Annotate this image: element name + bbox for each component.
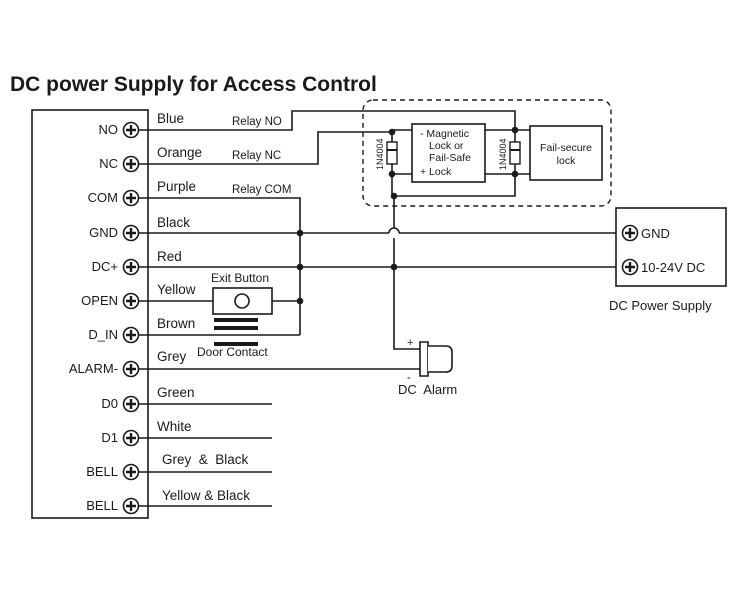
magnetic-lock-line-3: Fail-Safe: [429, 152, 471, 164]
screw-terminal-icon: [122, 395, 140, 413]
wire-label-brown: Brown: [157, 316, 195, 331]
lock-enclosure: [362, 99, 612, 207]
wire-label-blue: Blue: [157, 111, 184, 126]
diode-icon: [386, 141, 398, 165]
terminal-label-nc: NC: [99, 156, 118, 171]
terminal-label-d1: D1: [101, 430, 118, 445]
wire-label-white: White: [157, 419, 192, 434]
screw-terminal-icon: [122, 429, 140, 447]
terminal-label-alarm: ALARM-: [69, 361, 118, 376]
terminal-label-open: OPEN: [81, 293, 118, 308]
magnetic-lock-line-1: - Magnetic: [420, 128, 469, 140]
psu-gnd-label: GND: [641, 226, 670, 241]
wire-label-red: Red: [157, 249, 182, 264]
wire-vert-lower: [393, 238, 420, 350]
door-contact-label: Door Contact: [197, 345, 268, 359]
psu-dc-label: 10-24V DC: [641, 260, 705, 275]
magnetic-lock-line-4: + Lock: [420, 166, 452, 178]
wire-label-black: Black: [157, 215, 190, 230]
magnetic-lock-line-2: Lock or: [429, 140, 464, 152]
screw-terminal-icon: [122, 189, 140, 207]
magnetic-lock-box: [411, 123, 486, 183]
alarm-minus-label: -: [407, 372, 411, 384]
wire-label-grey-black: Grey & Black: [162, 452, 249, 467]
wire-label-grey: Grey: [157, 349, 187, 364]
wire-relay-no: [138, 110, 516, 131]
relay-nc-label: Relay NC: [232, 150, 281, 162]
relay-no-label: Relay NO: [232, 116, 282, 128]
terminal-label-d-in: D_IN: [88, 327, 118, 342]
wire-label-purple: Purple: [157, 179, 196, 194]
alarm-plus-label: +: [407, 337, 413, 349]
exit-button-label: Exit Button: [211, 271, 269, 285]
screw-terminal-icon: [122, 326, 140, 344]
wire-label-green: Green: [157, 385, 195, 400]
terminal-label-gnd: GND: [89, 225, 118, 240]
wire-label-yellow-black: Yellow & Black: [162, 488, 250, 503]
fail-secure-lock-box: [529, 125, 603, 181]
terminal-label-bell-2: BELL: [86, 498, 118, 513]
wire-gnd-hop: [388, 227, 400, 234]
screw-terminal-icon: [621, 258, 639, 276]
screw-terminal-icon: [122, 463, 140, 481]
diode-right-label: 1N4004: [498, 138, 508, 170]
psu-caption: DC Power Supply: [609, 298, 712, 313]
screw-terminal-icon: [122, 121, 140, 139]
alarm-caption: DC Alarm: [398, 382, 457, 397]
fail-secure-line-1: Fail-secure: [540, 142, 592, 154]
wire-label-orange: Orange: [157, 145, 202, 160]
terminal-label-dc-plus: DC+: [92, 259, 118, 274]
screw-terminal-icon: [122, 224, 140, 242]
screw-terminal-icon: [122, 155, 140, 173]
wire-relay-nc: [138, 131, 392, 165]
terminal-label-no: NO: [99, 122, 119, 137]
fail-secure-line-2: lock: [557, 155, 576, 167]
screw-terminal-icon: [122, 292, 140, 310]
terminal-label-bell-1: BELL: [86, 464, 118, 479]
diode-left-label: 1N4004: [375, 138, 385, 170]
alarm-buzzer-icon: [419, 341, 453, 377]
controller-panel: [31, 109, 149, 519]
screw-terminal-icon: [122, 360, 140, 378]
relay-com-label: Relay COM: [232, 184, 291, 196]
terminal-label-com: COM: [88, 190, 118, 205]
terminal-label-d0: D0: [101, 396, 118, 411]
exit-button-icon: [212, 287, 273, 315]
diagram-title: DC power Supply for Access Control: [10, 73, 377, 96]
junction-dots: [296, 126, 519, 305]
screw-terminal-icon: [122, 497, 140, 515]
screw-terminal-icon: [122, 258, 140, 276]
wire-relay-com: [138, 197, 301, 335]
diode-icon: [509, 141, 521, 165]
wire-label-yellow: Yellow: [157, 282, 196, 297]
door-contact-icon: [214, 318, 258, 346]
screw-terminal-icon: [621, 224, 639, 242]
